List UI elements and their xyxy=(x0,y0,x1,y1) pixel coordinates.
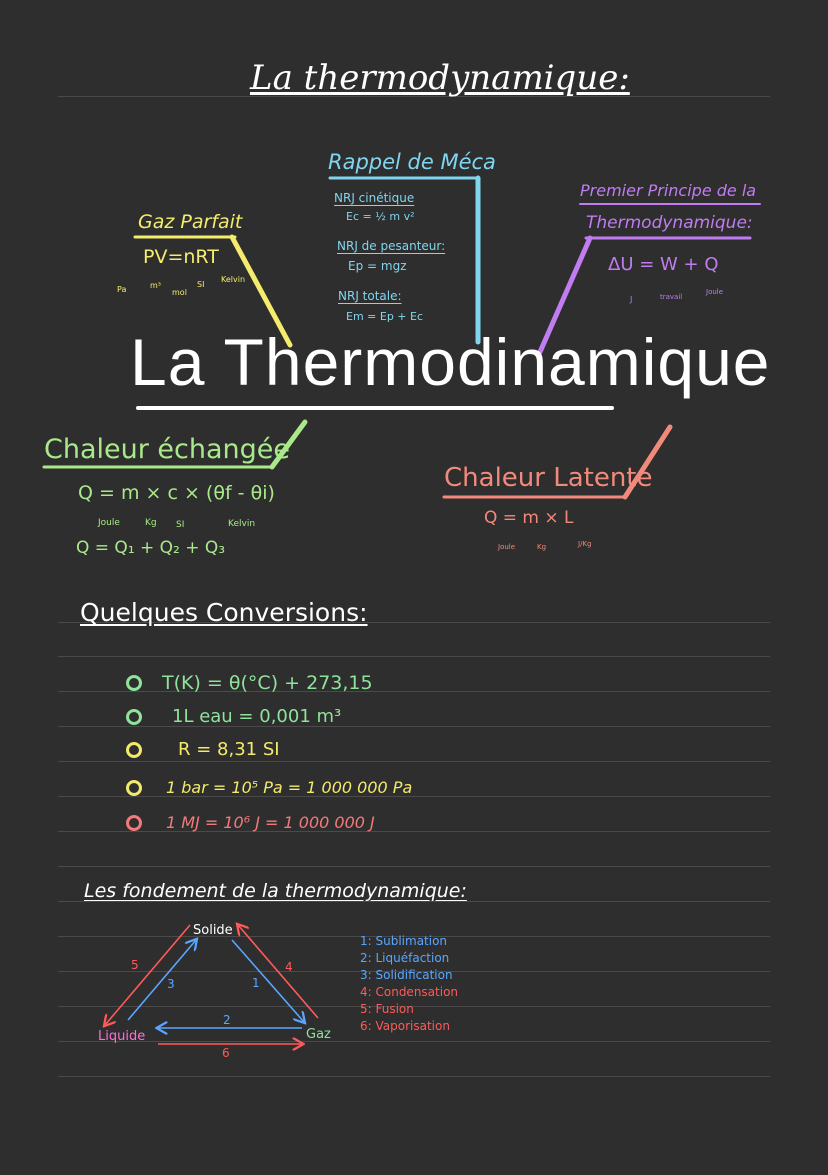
chaleur-echangee-unit-kelvin: Kelvin xyxy=(228,519,256,529)
arrow-number-1: 1 xyxy=(252,976,260,990)
legend-item: 2: Liquéfaction xyxy=(360,951,450,965)
bullet-icon xyxy=(126,708,142,725)
state-liquide: Liquide xyxy=(98,1029,146,1044)
conversions-title: Quelques Conversions: xyxy=(80,598,368,627)
bullet-icon xyxy=(126,814,142,831)
chaleur-echangee-formula: Q = m × c × (θf - θi) xyxy=(78,482,275,504)
nrj-cinetique-label: NRJ cinétique xyxy=(334,191,415,205)
premier-principe-unit-travail: travail xyxy=(660,293,683,301)
arrow-number-2: 2 xyxy=(223,1013,231,1027)
gaz-parfait-unit-kelvin: Kelvin xyxy=(221,275,246,284)
legend-item: 6: Vaporisation xyxy=(360,1019,450,1033)
nrj-totale-formula: Em = Ep + Ec xyxy=(346,310,424,323)
legend-item: 4: Condensation xyxy=(360,985,459,999)
chaleur-latente-title: Chaleur Latente xyxy=(444,463,653,493)
chaleur-latente-unit-jkg: J/Kg xyxy=(578,540,592,548)
state-solide: Solide xyxy=(193,923,233,938)
arrow-number-5: 5 xyxy=(131,958,139,972)
chaleur-echangee-unit-si: SI xyxy=(176,520,185,530)
legend-item: 1: Sublimation xyxy=(360,934,448,948)
arrow-number-3: 3 xyxy=(167,977,175,991)
premier-principe-title-2: Thermodynamique: xyxy=(586,213,753,233)
nrj-totale-label: NRJ totale: xyxy=(338,289,402,303)
arrow-number-6: 6 xyxy=(222,1046,230,1060)
premier-principe-unit-j: J xyxy=(630,295,633,304)
conversion-item: 1 MJ = 10⁶ J = 1 000 000 J xyxy=(126,812,375,832)
nrj-pesanteur-formula: Ep = mgz xyxy=(348,259,407,273)
conversion-item: 1L eau = 0,001 m³ xyxy=(126,706,341,727)
bullet-icon xyxy=(126,779,142,796)
gaz-parfait-unit-m3: m³ xyxy=(150,281,161,290)
premier-principe-unit-joule: Joule xyxy=(706,288,724,296)
gaz-parfait-unit-mol: mol xyxy=(172,288,187,297)
nrj-cinetique-formula: Ec = ½ m v² xyxy=(346,210,415,223)
chaleur-echangee-formula-2: Q = Q₁ + Q₂ + Q₃ xyxy=(76,538,226,558)
premier-principe-title-1: Premier Principe de la xyxy=(580,181,757,200)
gaz-parfait-formula: PV=nRT xyxy=(143,246,219,268)
gaz-parfait-unit-pa: Pa xyxy=(117,285,127,294)
arrow-number-4: 4 xyxy=(285,960,293,974)
bullet-icon xyxy=(126,741,142,758)
chaleur-echangee-unit-joule: Joule xyxy=(98,518,120,528)
conversion-item: T(K) = θ(°C) + 273,15 xyxy=(126,672,373,694)
chaleur-echangee-unit-kg: Kg xyxy=(145,518,157,528)
rappel-meca-title: Rappel de Méca xyxy=(328,150,496,174)
chaleur-echangee-title: Chaleur échangée xyxy=(44,434,291,465)
conversion-item: 1 bar = 10⁵ Pa = 1 000 000 Pa xyxy=(126,777,412,797)
bullet-icon xyxy=(126,675,142,691)
fondements-title: Les fondement de la thermodynamique: xyxy=(84,880,467,902)
gaz-parfait-unit-si: SI xyxy=(197,280,205,289)
page-title: La thermodynamique: xyxy=(250,58,630,98)
premier-principe-formula: ΔU = W + Q xyxy=(608,254,719,275)
legend-item: 5: Fusion xyxy=(360,1002,414,1016)
chaleur-latente-formula: Q = m × L xyxy=(484,508,574,528)
main-title: La Thermodinamique xyxy=(130,325,771,399)
chaleur-latente-unit-kg: Kg xyxy=(537,543,547,551)
legend-item: 3: Solidification xyxy=(360,968,453,982)
nrj-pesanteur-label: NRJ de pesanteur: xyxy=(337,239,446,253)
state-gaz: Gaz xyxy=(306,1027,331,1042)
conversion-item: R = 8,31 SI xyxy=(126,739,280,760)
chaleur-latente-unit-joule: Joule xyxy=(498,543,516,551)
gaz-parfait-title: Gaz Parfait xyxy=(138,211,243,233)
